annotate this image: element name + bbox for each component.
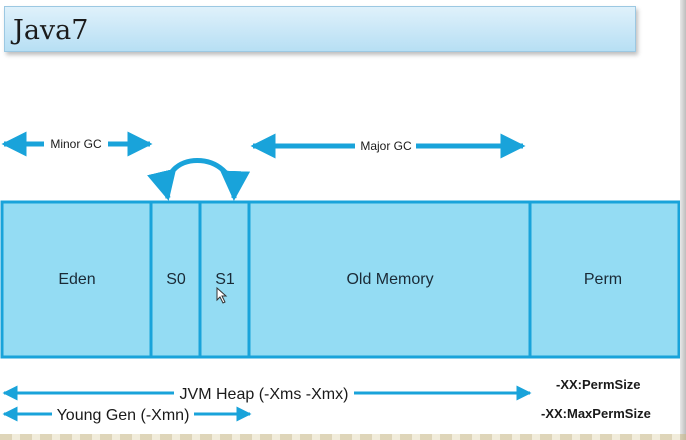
region-perm	[528, 200, 681, 359]
jvm-heap-arrow: JVM Heap (-Xms -Xmx)	[2, 385, 532, 403]
region-s0	[149, 200, 202, 359]
perm-size-option: -XX:PermSize	[556, 377, 641, 392]
major-gc-arrow: Major GC	[250, 133, 526, 159]
minor-gc-label: Minor GC	[50, 137, 102, 151]
region-eden	[0, 200, 153, 359]
major-gc-label: Major GC	[360, 139, 412, 153]
minor-gc-arrow: Minor GC	[1, 131, 153, 157]
young-gen-label: Young Gen (-Xmn)	[57, 407, 190, 424]
region-eden-label: Eden	[58, 271, 95, 288]
region-perm-label: Perm	[584, 271, 622, 288]
title-bar: Java7	[4, 6, 636, 52]
jvm-heap-label: JVM Heap (-Xms -Xmx)	[180, 386, 349, 403]
slide-bottom-edge	[0, 434, 686, 440]
memory-regions: Eden S0 S1 Old Memory Perm	[0, 200, 681, 359]
young-gen-arrow: Young Gen (-Xmn)	[2, 406, 252, 424]
region-s0-label: S0	[166, 271, 186, 288]
region-old-memory	[247, 200, 532, 359]
survivor-swap-arrow	[147, 158, 251, 201]
slide-edge-shadow	[680, 0, 686, 440]
region-old-memory-label: Old Memory	[346, 271, 433, 288]
max-perm-size-option: -XX:MaxPermSize	[541, 406, 651, 421]
mouse-cursor-icon	[216, 286, 228, 304]
page-title: Java7	[13, 15, 89, 46]
region-s1-label: S1	[215, 271, 235, 288]
region-s1	[198, 200, 251, 359]
